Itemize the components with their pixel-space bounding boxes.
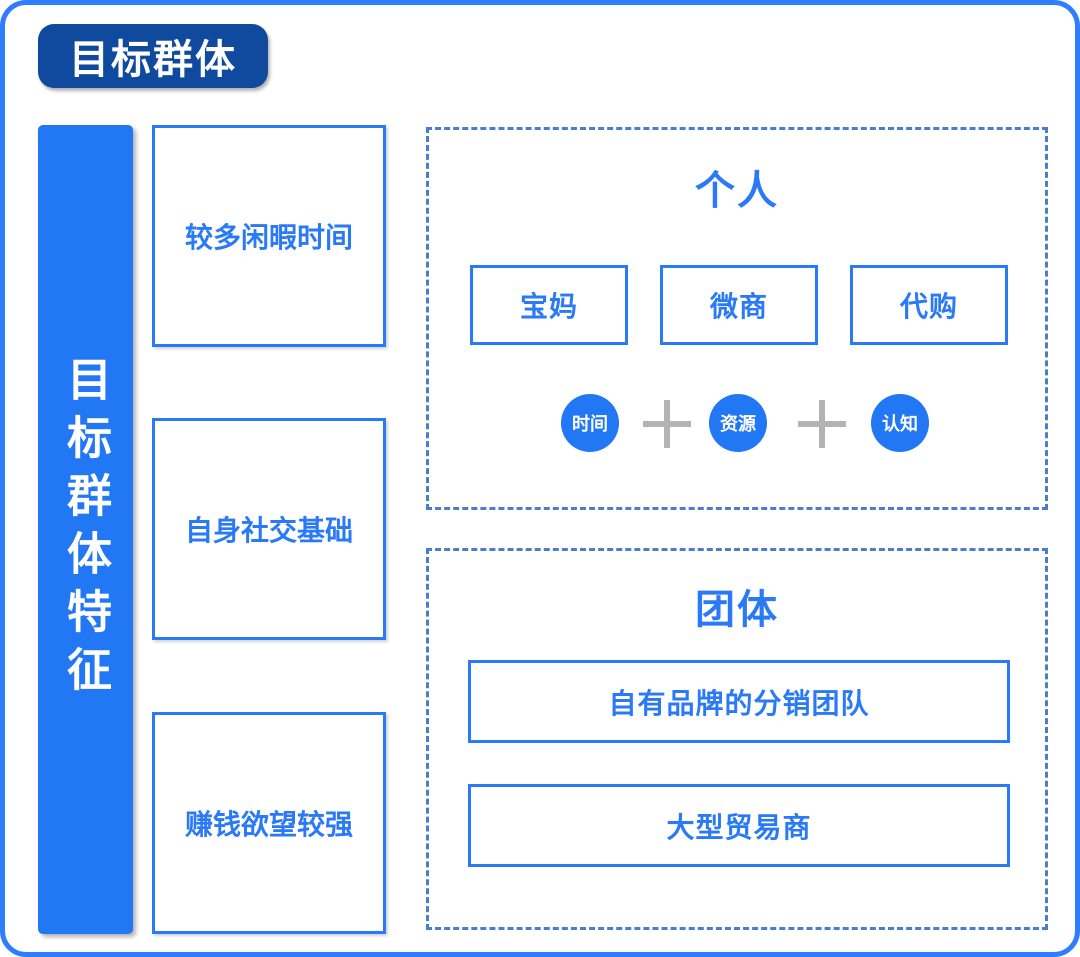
individual-section-title: 个人: [695, 169, 779, 213]
person-type-box-microseller: 微商: [660, 265, 818, 345]
feature-box-leisure-time: 较多闲暇时间: [152, 125, 386, 347]
trait-circle-cognition: 认知: [871, 394, 929, 452]
plus-icon: [643, 400, 691, 448]
feature-box-money-desire: 赚钱欲望较强: [152, 712, 386, 934]
feature-box-social-base: 自身社交基础: [152, 418, 386, 640]
group-type-box-distribution-team: 自有品牌的分销团队: [468, 660, 1010, 743]
person-type-box-mom: 宝妈: [470, 265, 628, 345]
title-badge: 目标群体: [38, 24, 268, 88]
group-section-title: 团体: [695, 588, 779, 632]
left-category-bar: 目标群体特征: [38, 125, 133, 934]
plus-icon: [798, 400, 846, 448]
person-type-box-daigou: 代购: [850, 265, 1008, 345]
trait-circle-resources: 资源: [709, 394, 767, 452]
trait-circle-time: 时间: [561, 394, 619, 452]
group-type-box-large-trader: 大型贸易商: [468, 784, 1010, 867]
individual-section: 个人 宝妈 微商 代购 时间 资源 认知: [426, 127, 1048, 510]
left-category-label: 目标群体特征: [60, 355, 111, 704]
group-section: 团体 自有品牌的分销团队 大型贸易商: [426, 548, 1048, 930]
